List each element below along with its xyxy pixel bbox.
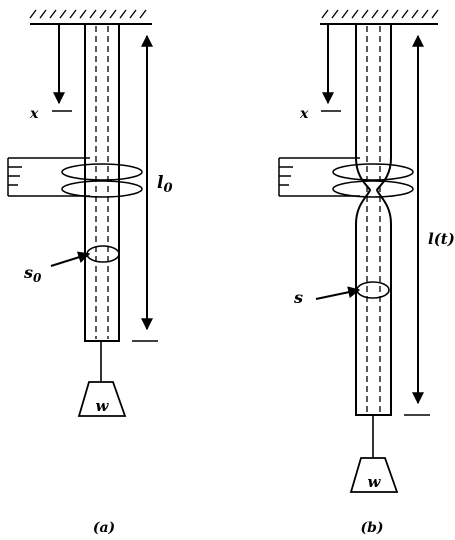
x-label-b: x	[299, 106, 309, 122]
x-axis-arrow-a	[52, 24, 72, 112]
weight-label-b: w	[368, 473, 382, 491]
caption-a: (a)	[93, 520, 115, 536]
s0-label: s0	[23, 263, 42, 285]
s0-pointer	[50, 251, 91, 267]
rod-a	[84, 23, 120, 342]
weight-label-a: w	[96, 397, 110, 415]
coil-a	[7, 157, 143, 198]
panel-a: x l0 s0 w (a	[7, 9, 173, 536]
cross-section-s0	[86, 245, 120, 263]
caption-b: (b)	[360, 520, 383, 536]
rod-b	[355, 24, 392, 416]
coil-b	[278, 157, 414, 198]
cross-section-s	[356, 281, 390, 299]
x-axis-arrow-b	[321, 24, 341, 112]
weight-b	[349, 457, 399, 493]
s-label: s	[293, 288, 303, 307]
s-pointer	[315, 286, 361, 300]
length-arrow-l0	[132, 34, 158, 342]
lt-label: l(t)	[428, 230, 455, 248]
ceiling-b	[320, 9, 439, 25]
ceiling-a	[29, 9, 152, 25]
length-arrow-lt	[404, 34, 430, 416]
x-label-a: x	[29, 106, 39, 122]
weight-a	[77, 381, 127, 417]
panel-b: x l(t) s w (	[278, 9, 455, 536]
l0-label: l0	[157, 173, 173, 196]
